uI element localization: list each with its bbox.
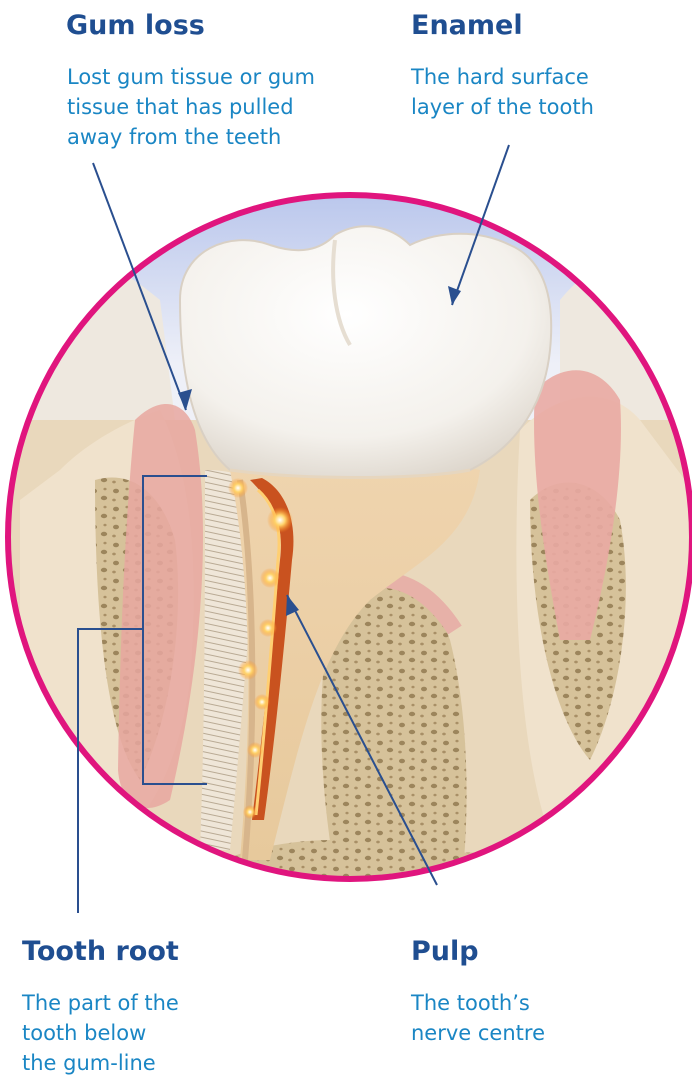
tooth-cross-section-diagram [0,0,692,1088]
